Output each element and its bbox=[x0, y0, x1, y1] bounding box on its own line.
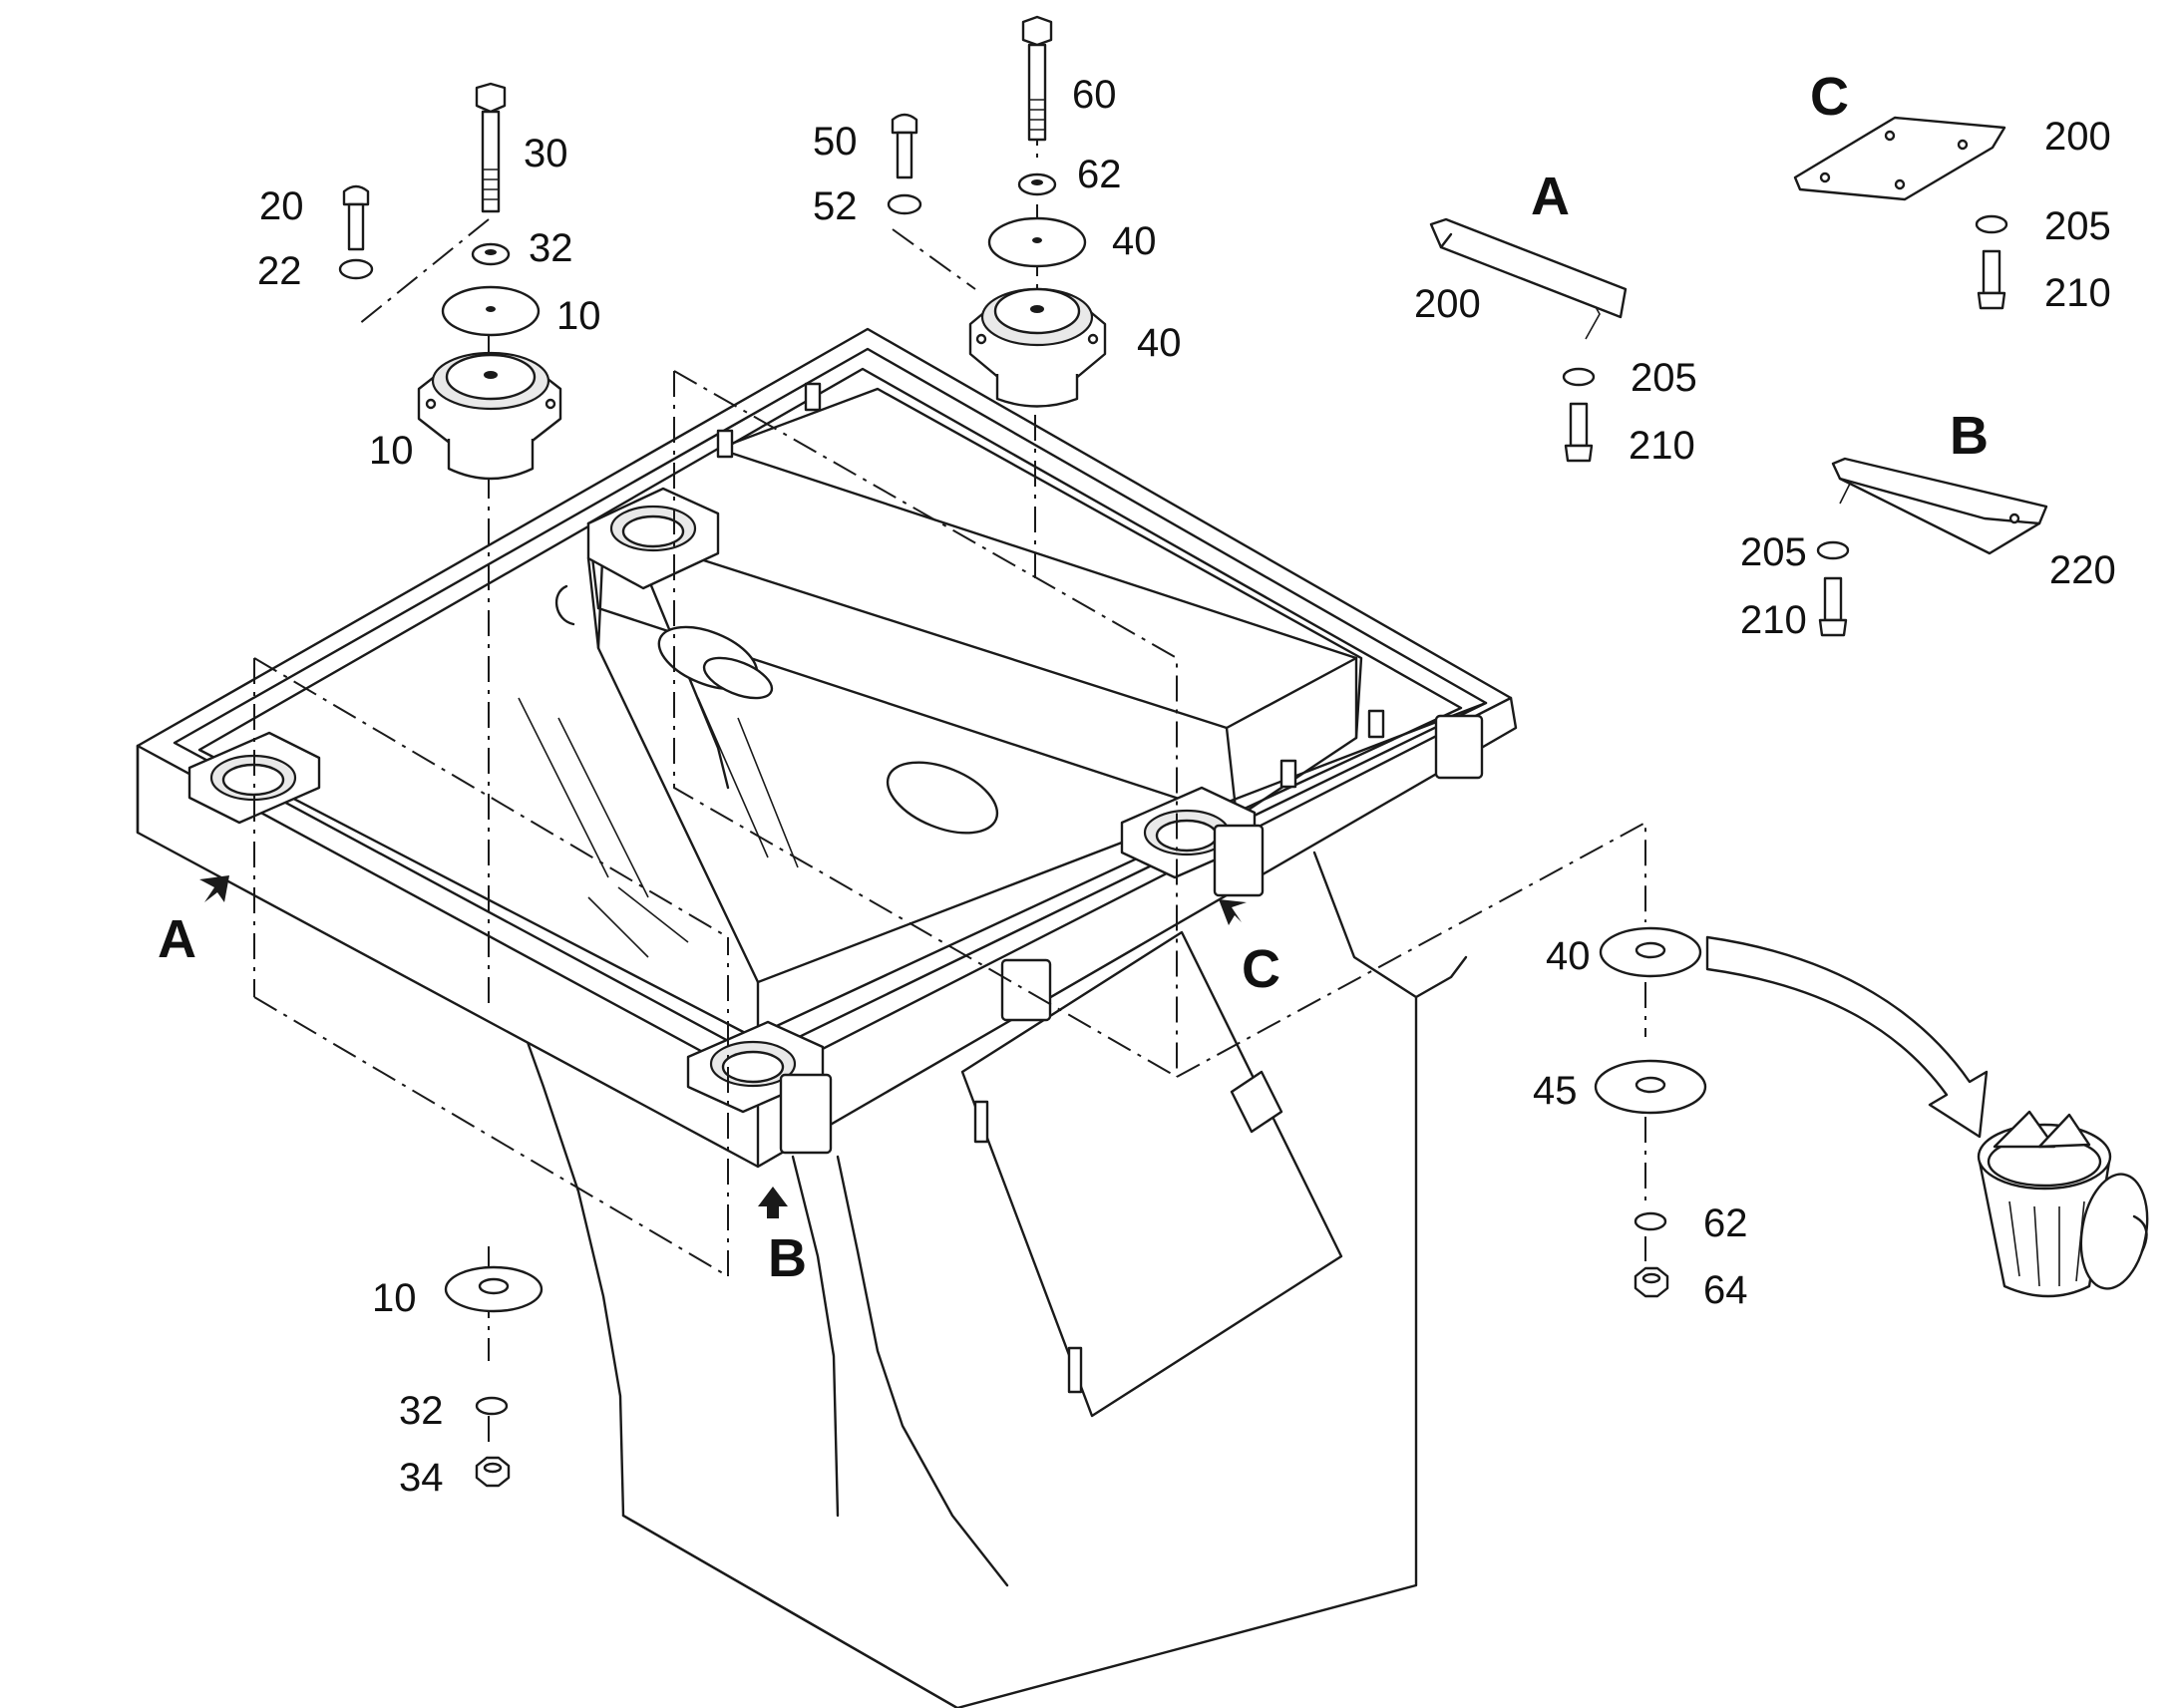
callout-10-bottom: 10 bbox=[372, 1276, 417, 1320]
washer-62-right bbox=[1634, 1211, 1667, 1231]
view-arrow-a-label: A bbox=[158, 909, 196, 969]
rubber-disc-10-bottom bbox=[444, 1265, 544, 1313]
detail-a-washer-205 bbox=[1562, 367, 1596, 387]
detail-c-plate bbox=[1793, 116, 2006, 201]
callout-210-b: 210 bbox=[1740, 598, 1807, 642]
view-arrow-b-icon bbox=[758, 1187, 788, 1218]
view-labels: A C B A B C bbox=[158, 67, 1989, 1288]
detail-b-bolt-210 bbox=[1818, 576, 1848, 637]
callout-40-mount: 40 bbox=[1137, 321, 1182, 365]
rubber-disc-10-top bbox=[441, 285, 541, 337]
rubber-disc-40-top bbox=[987, 216, 1087, 268]
detail-a-bracket bbox=[1429, 217, 1628, 319]
trash-bin-icon bbox=[1977, 1110, 2149, 1298]
rubber-disc-45 bbox=[1594, 1059, 1707, 1115]
callout-34: 34 bbox=[399, 1456, 444, 1500]
detail-b-title: B bbox=[1950, 406, 1989, 466]
callout-32-bottom: 32 bbox=[399, 1389, 444, 1433]
callout-10-mount: 10 bbox=[369, 429, 414, 473]
callout-210-a: 210 bbox=[1629, 424, 1695, 468]
frame-housing bbox=[136, 327, 1518, 1708]
callout-205-c: 205 bbox=[2044, 204, 2111, 248]
callout-32-top: 32 bbox=[529, 226, 573, 270]
washer-22 bbox=[338, 258, 374, 280]
nut-34 bbox=[475, 1456, 511, 1488]
detail-c-title: C bbox=[1810, 67, 1849, 127]
callout-62-top: 62 bbox=[1077, 153, 1122, 196]
callout-220-b: 220 bbox=[2049, 548, 2116, 592]
view-arrow-b-label: B bbox=[768, 1228, 807, 1288]
callout-10-top: 10 bbox=[556, 294, 601, 338]
detail-a-bolt-210 bbox=[1564, 402, 1594, 463]
callout-50: 50 bbox=[813, 120, 858, 164]
callout-52: 52 bbox=[813, 184, 858, 228]
mount-10 bbox=[417, 351, 562, 481]
callout-labels: 20 22 30 32 10 10 50 52 60 62 40 40 10 3… bbox=[257, 73, 2116, 1500]
detail-c-washer-205 bbox=[1975, 214, 2008, 234]
mount-40 bbox=[968, 287, 1107, 408]
callout-200-a: 200 bbox=[1414, 282, 1481, 326]
callout-64: 64 bbox=[1703, 1268, 1748, 1312]
detail-b-bracket bbox=[1831, 457, 2048, 555]
curved-arrow-icon bbox=[1705, 935, 1989, 1139]
rim-pad-front bbox=[686, 1020, 825, 1114]
bolt-50 bbox=[891, 113, 918, 179]
callout-40-top: 40 bbox=[1112, 219, 1157, 263]
bolt-60 bbox=[1021, 15, 1053, 142]
bolt-20 bbox=[342, 184, 370, 251]
washer-52 bbox=[887, 193, 922, 215]
callout-40-right: 40 bbox=[1546, 934, 1591, 978]
callout-20: 20 bbox=[259, 184, 304, 228]
detail-a-title: A bbox=[1531, 167, 1570, 226]
view-arrow-c-label: C bbox=[1242, 939, 1280, 999]
callout-45: 45 bbox=[1533, 1069, 1578, 1113]
washer-62-top bbox=[1017, 172, 1057, 196]
callout-210-c: 210 bbox=[2044, 271, 2111, 315]
callout-30: 30 bbox=[524, 132, 568, 175]
callout-205-b: 205 bbox=[1740, 530, 1807, 574]
callout-60: 60 bbox=[1072, 73, 1117, 117]
bolt-30 bbox=[475, 82, 507, 213]
callout-22: 22 bbox=[257, 249, 302, 293]
detail-c-bolt-210 bbox=[1977, 249, 2006, 310]
washer-32-top bbox=[471, 242, 511, 266]
view-arrow-c-icon bbox=[1219, 899, 1247, 925]
callout-62-right: 62 bbox=[1703, 1201, 1748, 1245]
washer-32-bottom bbox=[475, 1396, 509, 1416]
nut-64 bbox=[1634, 1266, 1669, 1298]
callout-200-c: 200 bbox=[2044, 115, 2111, 159]
callout-205-a: 205 bbox=[1631, 356, 1697, 400]
detail-b-washer-205 bbox=[1816, 540, 1850, 560]
rubber-disc-40-right bbox=[1599, 926, 1702, 978]
view-arrow-a-icon bbox=[199, 875, 229, 902]
